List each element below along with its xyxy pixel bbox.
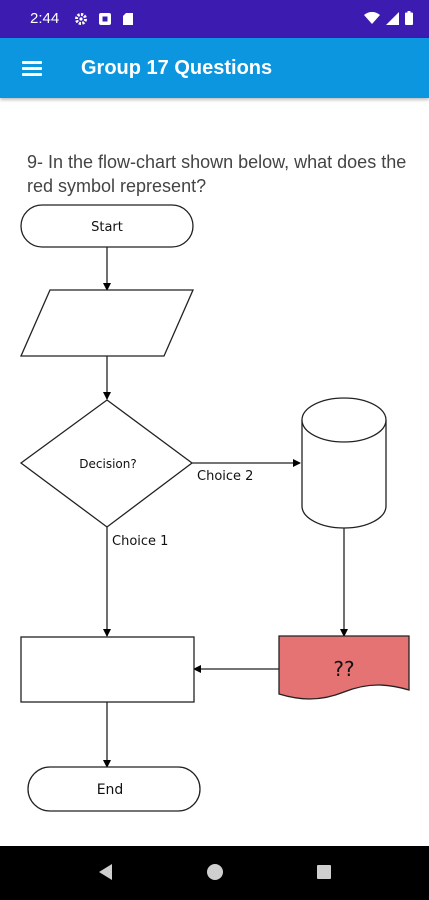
- database-cylinder: [301, 420, 387, 529]
- sd-card-icon: [123, 13, 133, 25]
- home-circle-icon[interactable]: [205, 862, 225, 882]
- app-bar: Group 17 Questions: [0, 38, 429, 98]
- cell-signal-icon: [386, 11, 399, 25]
- process-rectangle: [20, 636, 195, 703]
- choice2-label: Choice 2: [197, 469, 253, 484]
- nav-bar: [0, 846, 429, 900]
- start-label: Start: [91, 220, 123, 235]
- end-terminal: [27, 766, 201, 812]
- flowchart-image: Start Decision? Choice 2 Choice 1 ?? End: [19, 204, 410, 812]
- hamburger-menu-icon[interactable]: [20, 56, 44, 80]
- app-notification-icon: [99, 13, 111, 25]
- unknown-symbol-shape: [278, 635, 410, 700]
- settings-gear-icon: [75, 13, 87, 25]
- status-time: 2:44: [30, 10, 60, 27]
- unknown-label: ??: [333, 657, 354, 681]
- decision-label: Decision?: [79, 457, 136, 471]
- end-label: End: [97, 782, 124, 798]
- database-cylinder-top: [301, 397, 387, 443]
- input-output-parallelogram: [20, 289, 194, 357]
- wifi-icon: [364, 11, 380, 24]
- question-text: 9- In the flow-chart shown below, what d…: [27, 152, 407, 196]
- recents-square-icon[interactable]: [315, 862, 333, 882]
- back-triangle-icon[interactable]: [96, 862, 114, 882]
- app-title: Group 17 Questions: [81, 57, 273, 79]
- battery-icon: [405, 11, 413, 25]
- status-right-icons: [364, 11, 413, 25]
- choice1-label: Choice 1: [112, 534, 168, 549]
- status-bar: 2:44: [0, 0, 429, 38]
- status-left-icons: [74, 12, 134, 26]
